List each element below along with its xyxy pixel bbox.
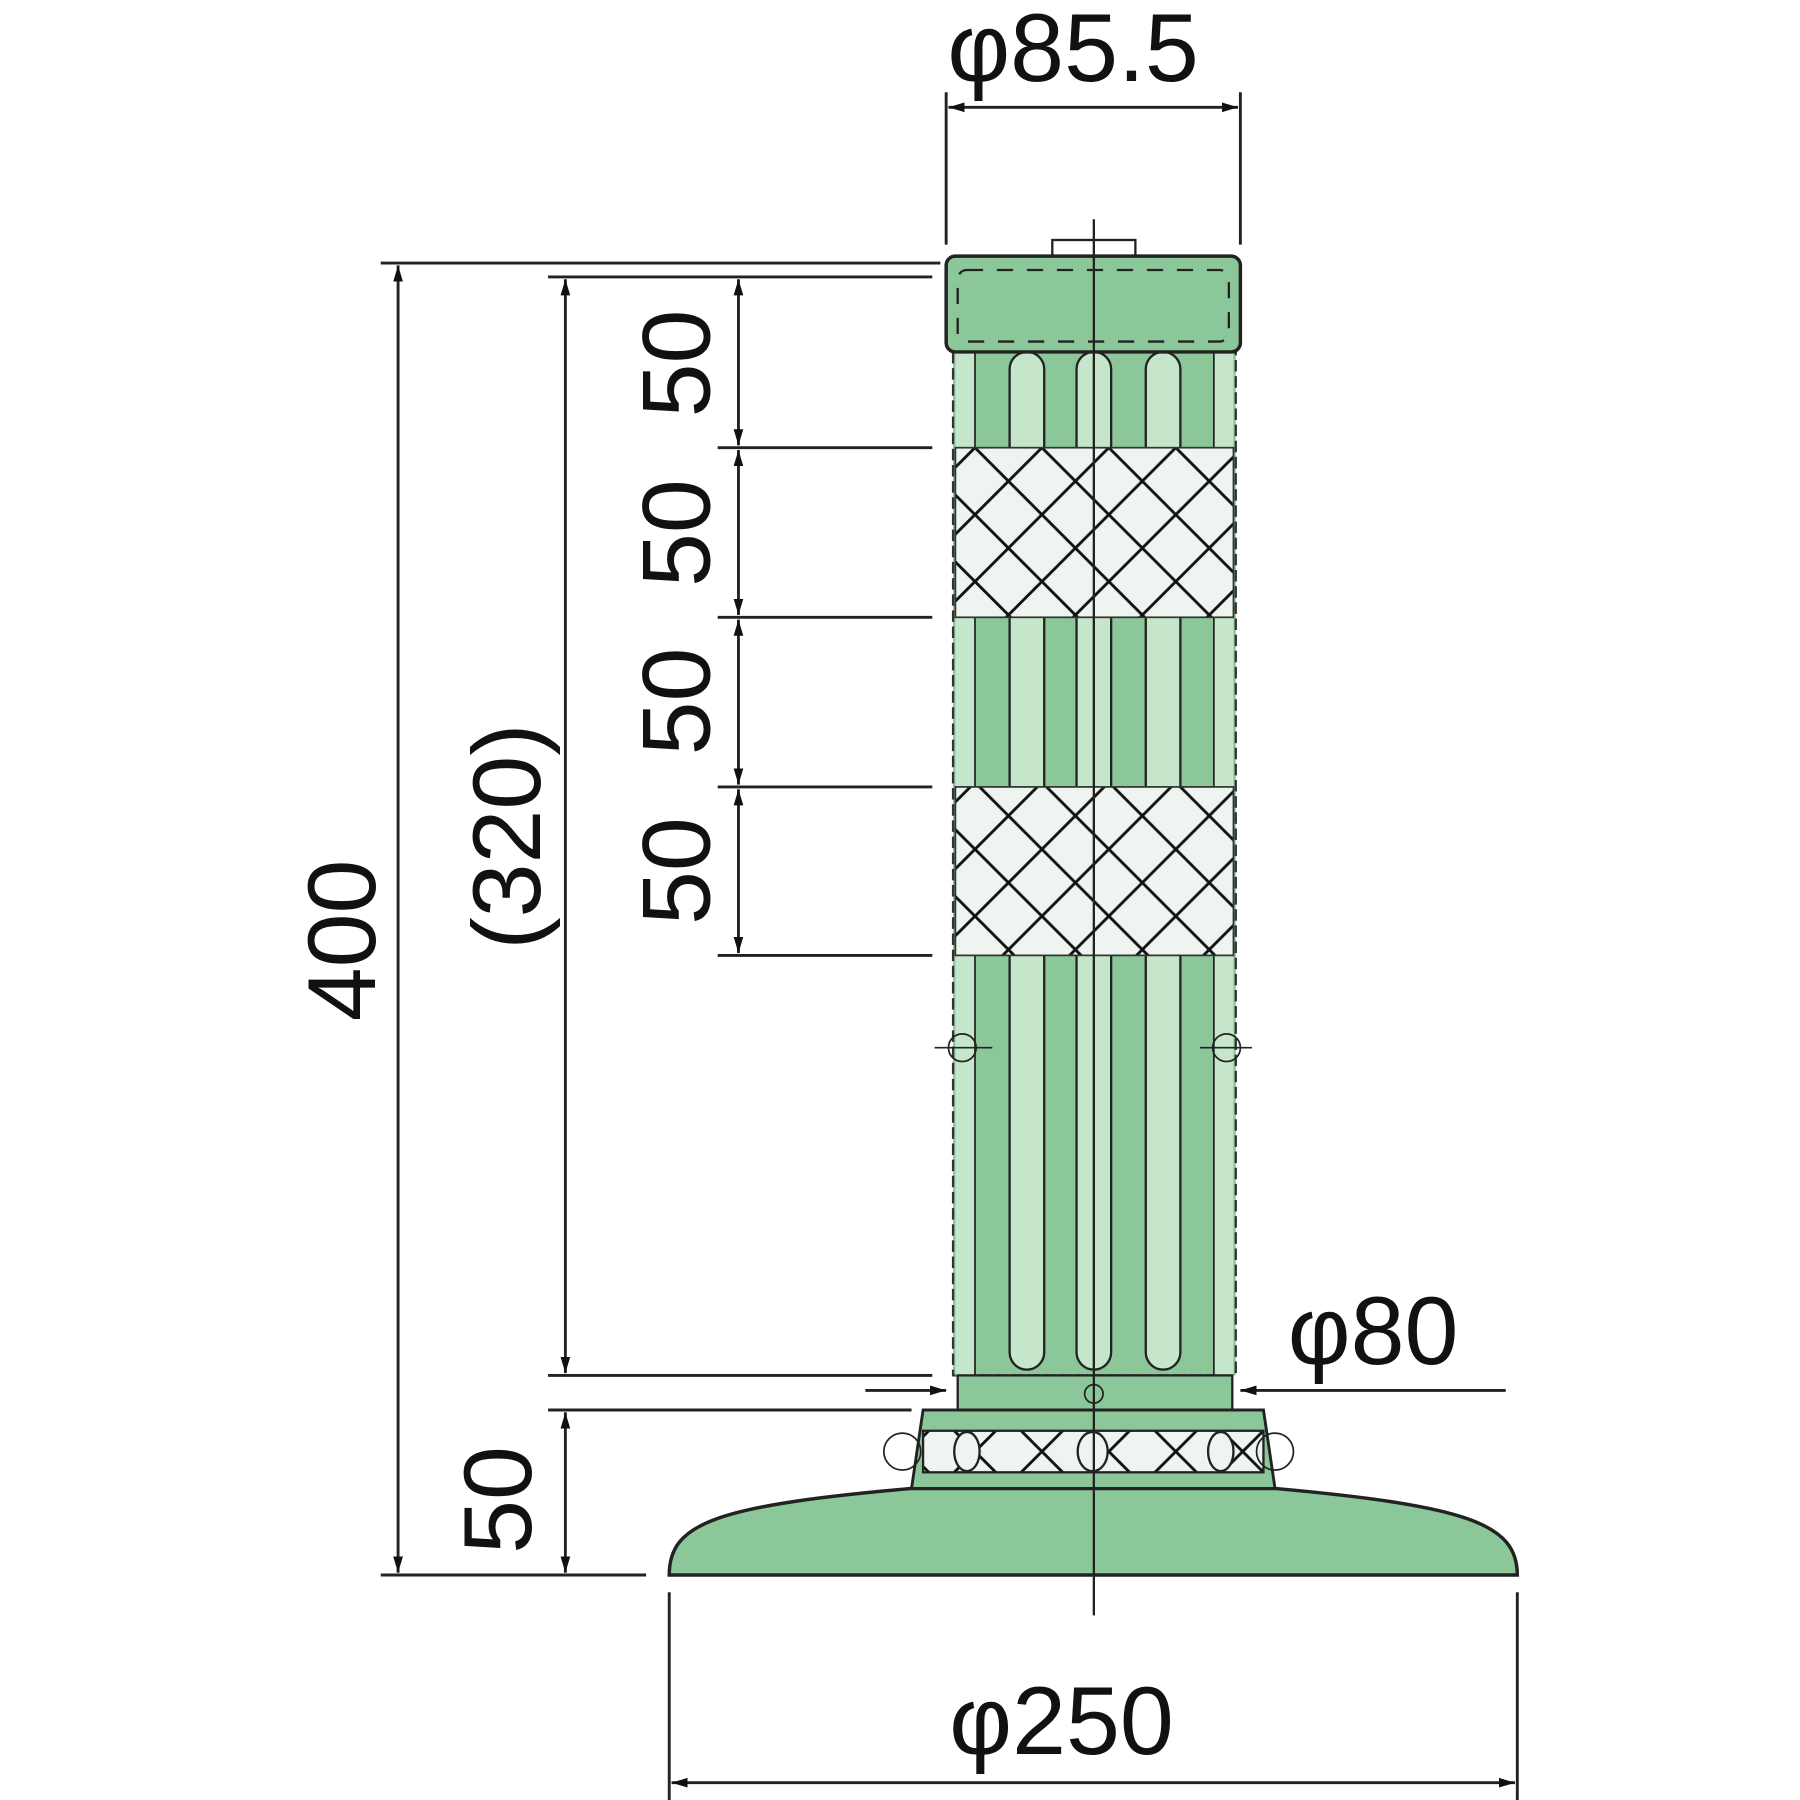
post-bottom-diameter-label: φ80	[1288, 1276, 1459, 1385]
base-diameter-label: φ250	[949, 1666, 1174, 1775]
band-4-label: 50	[622, 817, 731, 925]
base-height-label: 50	[443, 1446, 552, 1554]
band-1-label: 50	[622, 310, 731, 418]
total-height-label: 400	[287, 860, 396, 1022]
top-diameter-label: φ85.5	[947, 0, 1198, 102]
dimension-lines	[380, 92, 1519, 1800]
base	[667, 1374, 1520, 1577]
post-height-label: (320)	[452, 723, 561, 949]
band-3-label: 50	[622, 648, 731, 756]
band-2-label: 50	[622, 479, 731, 587]
